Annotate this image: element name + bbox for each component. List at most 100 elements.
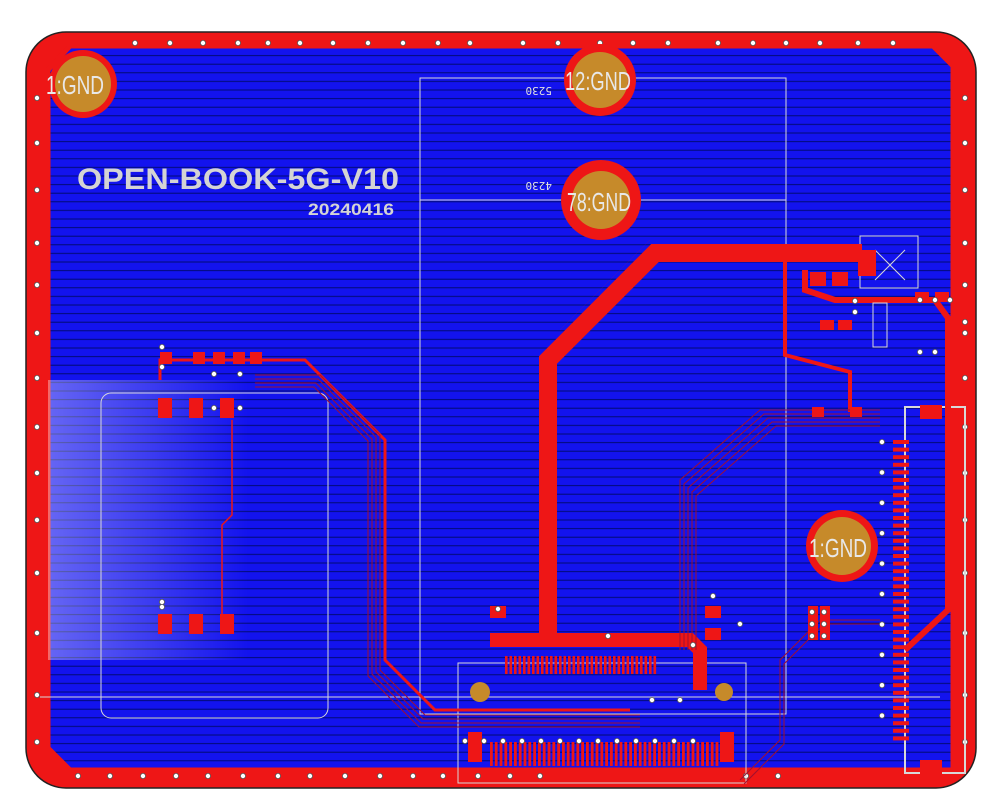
edge-via xyxy=(879,682,886,689)
border-via xyxy=(75,773,82,780)
ground-pour-right xyxy=(560,240,953,770)
edge-via xyxy=(879,530,886,537)
board-date: 20240416 xyxy=(308,200,394,219)
fpc-pin xyxy=(533,742,536,766)
edge-pin xyxy=(893,713,909,718)
fpc-pin xyxy=(624,742,628,766)
border-via xyxy=(34,570,41,577)
component-via xyxy=(917,348,924,355)
fpc-via xyxy=(633,738,640,745)
fpc-pin xyxy=(648,742,652,766)
fpc-pin xyxy=(605,742,608,766)
board-title: OPEN-BOOK-5G-V10 xyxy=(77,163,399,196)
edge-pin xyxy=(893,584,909,589)
component-via xyxy=(158,343,165,350)
border-via xyxy=(204,773,211,780)
fpc-pin xyxy=(658,742,661,766)
fpc-pin xyxy=(631,656,634,674)
smd-pad-b xyxy=(832,272,848,286)
fpc-pin xyxy=(619,742,623,766)
fpc-pin xyxy=(518,656,522,674)
fpc-anchor-right xyxy=(720,732,734,762)
component-via xyxy=(932,296,939,303)
signal-bus-left xyxy=(255,374,640,728)
border-via xyxy=(341,773,348,780)
border-via xyxy=(274,773,281,780)
border-via xyxy=(409,773,416,780)
fpc-pin xyxy=(691,742,695,766)
edge-pin xyxy=(893,675,909,680)
border-via xyxy=(34,239,41,246)
component-via xyxy=(158,363,165,370)
component-via xyxy=(690,642,697,649)
fpc-pins-top xyxy=(505,656,657,674)
edge-via xyxy=(879,499,886,506)
border-via xyxy=(630,40,637,47)
edge-connector-tab-top xyxy=(920,405,942,419)
fpc-pin xyxy=(523,742,527,766)
mount-hole-label: 1:GND xyxy=(46,70,104,100)
border-via xyxy=(34,139,41,146)
component-via xyxy=(852,297,859,304)
fpc-pin xyxy=(634,742,637,766)
component-via xyxy=(821,621,828,628)
edge-via xyxy=(879,560,886,567)
component-via xyxy=(605,633,612,640)
fpc-pin xyxy=(653,656,657,674)
fpc-via xyxy=(690,738,697,745)
fpc-pin xyxy=(617,656,621,674)
edge-pin xyxy=(893,569,909,574)
component-via xyxy=(210,404,217,411)
fpc-pin xyxy=(604,656,607,674)
fpc-pin xyxy=(701,742,704,766)
mount-hole-top-left: 1:GND xyxy=(46,50,117,118)
border-via xyxy=(855,40,862,47)
fpc-pins-bottom xyxy=(490,742,719,766)
component-via xyxy=(809,633,816,640)
border-via xyxy=(239,773,246,780)
edge-pin xyxy=(893,645,909,650)
fpc-pin xyxy=(581,656,585,674)
fpc-pin xyxy=(640,656,643,674)
power-trace-branch xyxy=(783,262,852,412)
inner-copper-border xyxy=(45,43,956,773)
border-via xyxy=(537,773,544,780)
power-trace-main xyxy=(539,244,862,640)
thin-trace-battery xyxy=(221,420,233,620)
fpc-pin xyxy=(550,656,553,674)
fpc-pin xyxy=(494,742,498,766)
border-via xyxy=(34,517,41,524)
fpc-pin xyxy=(622,656,625,674)
border-via xyxy=(750,40,757,47)
fpc-pin xyxy=(715,742,719,766)
border-via xyxy=(962,281,969,288)
edge-pin xyxy=(893,706,909,710)
edge-pin xyxy=(893,652,909,657)
fpc-pin xyxy=(635,656,639,674)
component-via xyxy=(809,609,816,616)
border-via xyxy=(172,773,179,780)
border-via xyxy=(34,281,41,288)
edge-connector-pins xyxy=(879,438,909,741)
fpc-pin xyxy=(577,656,580,674)
edge-pin xyxy=(893,516,909,520)
component-via xyxy=(809,621,816,628)
edge-pin xyxy=(893,470,909,475)
bottom-silk-code-mid: 4230 xyxy=(526,179,553,192)
mount-hole-top-center: 12:GND xyxy=(564,44,636,116)
component-via xyxy=(236,404,243,411)
fpc-pin xyxy=(514,742,517,766)
border-via xyxy=(329,40,336,47)
component-via xyxy=(677,697,684,704)
edge-pin xyxy=(893,630,909,634)
fpc-pin xyxy=(706,742,709,766)
regulator-outline xyxy=(872,302,888,348)
edge-pin xyxy=(893,614,909,619)
fpc-pin xyxy=(608,656,612,674)
fpc-pin xyxy=(557,742,560,766)
fpc-pin xyxy=(613,656,616,674)
edge-pin xyxy=(893,576,909,581)
border-via xyxy=(34,95,41,102)
smd-pad-e xyxy=(915,292,929,302)
